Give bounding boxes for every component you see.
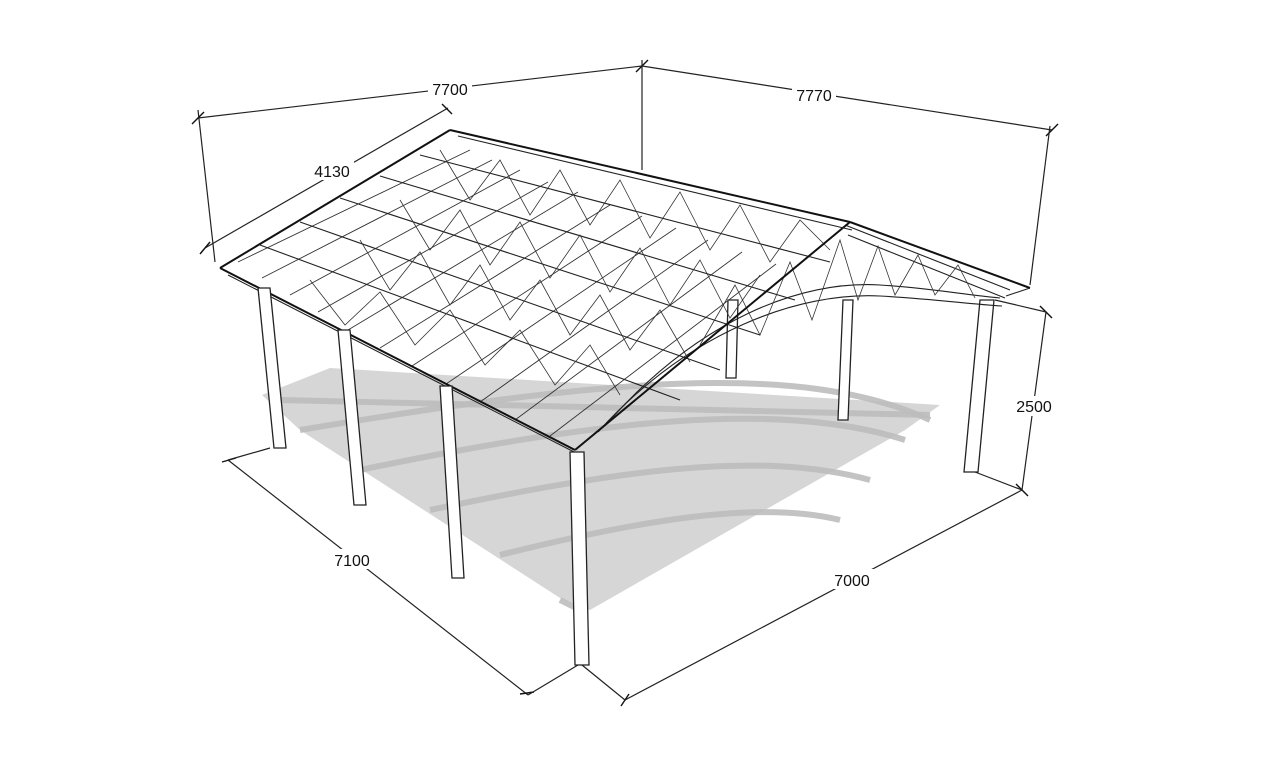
roof-ridge	[449, 129, 851, 223]
label-7000: 7000	[834, 573, 870, 590]
roof-front-eave	[219, 267, 576, 451]
roof-gable-edge	[574, 221, 851, 451]
label-4130: 4130	[314, 164, 350, 181]
roof-trusses	[309, 149, 831, 396]
post-back-right	[963, 299, 995, 473]
dimension-labels: 7700 7770 4130 2500 7100 7000	[310, 78, 1056, 590]
front-posts	[257, 287, 590, 666]
roof-purlins	[259, 154, 831, 401]
roof-laths	[237, 149, 777, 437]
dimension-lines	[191, 59, 1059, 707]
label-7100: 7100	[334, 553, 370, 570]
label-7770: 7770	[796, 88, 832, 105]
post-back-left	[725, 299, 739, 379]
roof-left-eave	[219, 129, 451, 269]
post-back-mid	[837, 299, 854, 421]
gable-truss	[597, 224, 1011, 433]
far-posts	[725, 299, 995, 473]
post-front-2	[337, 329, 367, 506]
post-front-4	[569, 451, 590, 666]
roof-right-slope	[849, 221, 1031, 289]
post-front-1	[257, 287, 287, 449]
label-2500: 2500	[1016, 399, 1052, 416]
post-front-3	[439, 385, 465, 579]
label-7700: 7700	[432, 82, 468, 99]
roof	[219, 129, 1031, 456]
